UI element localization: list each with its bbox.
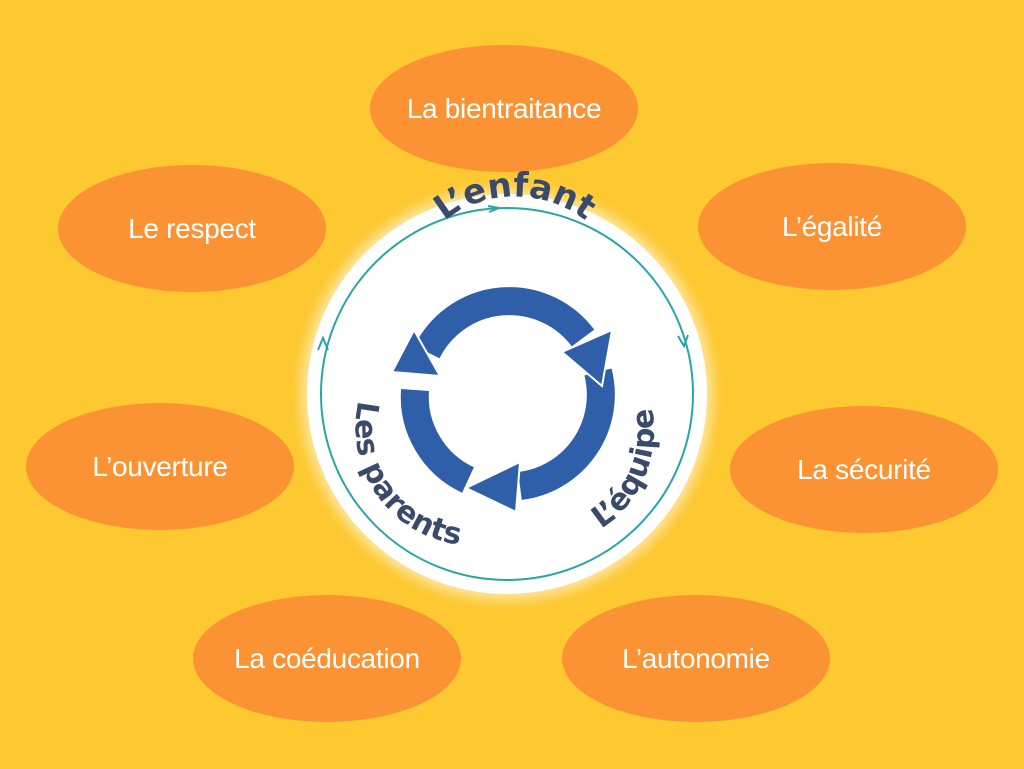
cycle-arrows-icon [390,287,615,514]
value-bientraitance: La bientraitance [370,45,638,172]
value-respect: Le respect [58,165,326,292]
ring-chevron-icon [487,205,503,213]
value-egalite: L’égalité [698,163,966,290]
ring-chevron-icon [677,334,689,349]
value-ouverture: L’ouverture [26,403,294,530]
value-label: L’autonomie [622,642,770,674]
center-disc [307,194,707,594]
ring-chevron-icon [317,335,329,351]
value-label: La bientraitance [406,92,602,124]
value-autonomie: L’autonomie [562,595,830,722]
value-label: L’égalité [781,210,883,242]
outer-ring [320,207,694,581]
value-label: La coéducation [234,642,420,674]
value-label: L’ouverture [92,450,228,482]
value-securite: La sécurité [730,406,998,533]
value-label: Le respect [128,212,256,244]
value-label: La sécurité [797,453,931,485]
value-coeducation: La coéducation [193,595,461,722]
